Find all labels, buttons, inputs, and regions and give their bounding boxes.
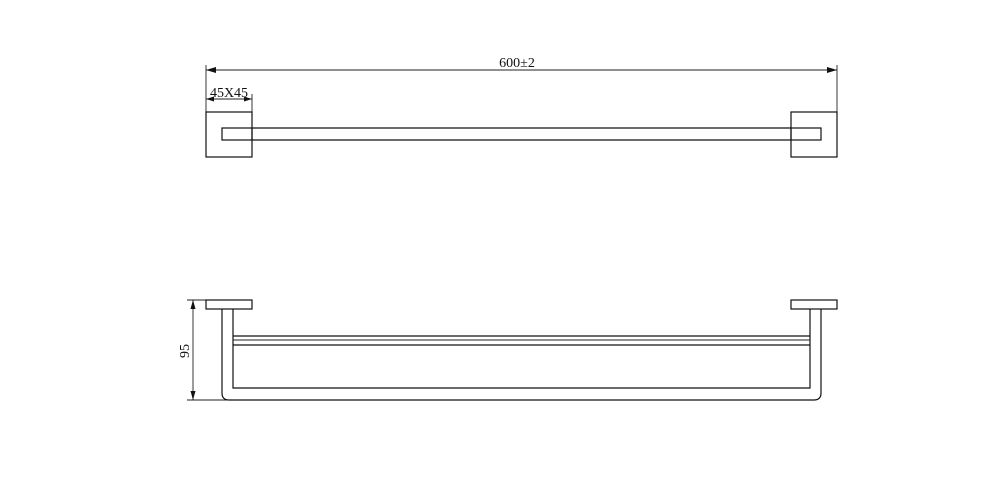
right-bar-socket <box>790 127 822 141</box>
height-arrow-top-icon <box>190 300 196 309</box>
arrow-right-icon <box>827 67 837 73</box>
left-mount-block <box>205 111 253 158</box>
base-arrow-left-icon <box>206 96 214 102</box>
arrow-left-icon <box>206 67 216 73</box>
overall-length-label: 600±2 <box>499 56 535 71</box>
left-bar-socket <box>221 127 253 141</box>
base-arrow-right-icon <box>244 96 252 102</box>
height-label: 95 <box>178 344 193 358</box>
top-view: 600±2 45X45 <box>205 56 838 158</box>
base-size-label: 45X45 <box>210 86 248 101</box>
left-wall-plate <box>205 299 253 310</box>
outer-frame <box>221 309 822 401</box>
right-mount-block <box>790 111 838 158</box>
front-view: 95 <box>178 299 838 401</box>
right-wall-plate <box>790 299 838 310</box>
height-arrow-bottom-icon <box>190 391 196 400</box>
inner-frame <box>232 309 811 389</box>
